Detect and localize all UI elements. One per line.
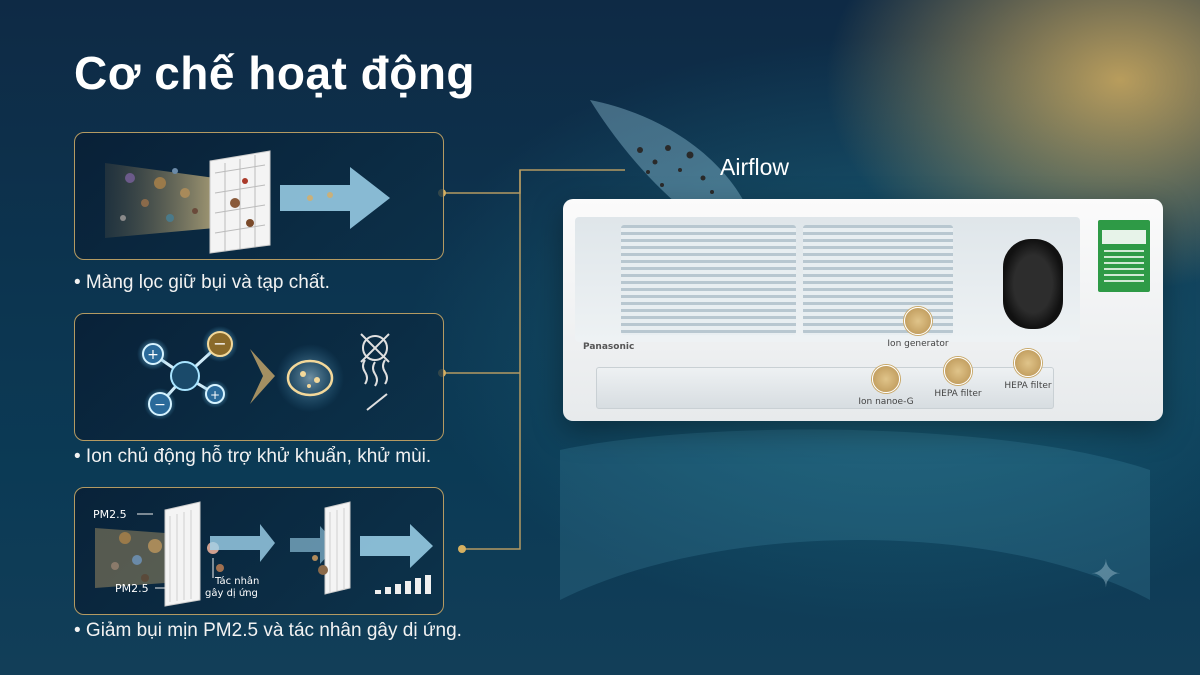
ion-panel: + − − + <box>74 313 444 441</box>
brand-logo: Panasonic <box>583 342 635 352</box>
filter-mesh-icon <box>209 150 271 254</box>
airflow-label: Airflow <box>720 154 790 180</box>
heat-exchanger-coil-left <box>621 225 796 335</box>
svg-text:+: + <box>210 388 220 402</box>
filter-panel <box>74 132 444 260</box>
svg-text:−: − <box>213 334 226 353</box>
hepa-filter-icon <box>312 501 351 595</box>
svg-text:+: + <box>147 347 159 363</box>
no-bacteria-icon <box>360 333 390 363</box>
page-title: Cơ chế hoạt động <box>74 47 476 99</box>
odor-icon <box>362 359 388 411</box>
ion-nanoe-icon <box>872 365 900 393</box>
pm25-particles-icon <box>111 532 162 582</box>
part-hepa-filter-2-label: HEPA filter <box>1004 381 1052 391</box>
hepa-filter-1-icon <box>944 357 972 385</box>
part-hepa-filter-1: HEPA filter <box>918 357 998 399</box>
pm25-label-top: PM2.5 <box>93 508 127 521</box>
pm25-panel: PM2.5 PM2.5 Tác nhân gây dị ứng <box>74 487 444 615</box>
dust-stream-icon <box>105 163 215 238</box>
caption-ion: • Ion chủ động hỗ trợ khử khuẩn, khử mùi… <box>74 446 432 467</box>
ion-molecule-icon: + − − + <box>137 326 238 420</box>
allergen-label-line2: gây dị ứng <box>205 587 258 599</box>
part-hepa-filter-2: HEPA filter <box>988 349 1068 391</box>
ion-generator-icon <box>904 307 932 335</box>
dust-particles-icon <box>120 168 198 222</box>
connector-line-3 <box>462 170 521 550</box>
cool-air-glow <box>560 429 1150 600</box>
airflow-dust-icon <box>637 145 714 194</box>
filtered-particles-icon <box>230 178 254 227</box>
pm25-stream-icon <box>95 528 165 588</box>
connector-line-1 <box>442 169 625 194</box>
energy-label-icon <box>1098 220 1150 292</box>
air-vent <box>596 367 1054 409</box>
part-ion-generator-label: Ion generator <box>887 339 949 349</box>
allergen-label-line1: Tác nhân <box>214 575 259 587</box>
bacteria-icon <box>276 344 344 412</box>
air-conditioner-unit: Panasonic Ion generator Ion nanoe-G HEPA… <box>563 199 1163 421</box>
part-ion-nanoe-label: Ion nanoe-G <box>858 397 914 407</box>
connector-dot-3 <box>458 545 466 553</box>
svg-text:−: − <box>154 397 166 413</box>
part-ion-generator: Ion generator <box>878 307 958 349</box>
part-ion-nanoe: Ion nanoe-G <box>846 365 926 407</box>
caption-pm25: • Giảm bụi mịn PM2.5 và tác nhân gây dị … <box>74 620 462 641</box>
chevron-right-icon <box>250 349 275 404</box>
part-hepa-filter-1-label: HEPA filter <box>934 389 982 399</box>
hepa-filter-2-icon <box>1014 349 1042 377</box>
airflow-strength-icon <box>375 575 431 594</box>
caption-filter: • Màng lọc giữ bụi và tạp chất. <box>74 272 330 293</box>
sparkle-icon: ✦ <box>1090 552 1122 596</box>
clean-air-arrow-icon-2 <box>360 524 433 568</box>
arrow-right-icon <box>210 524 275 562</box>
pm25-label-bottom: PM2.5 <box>115 582 149 595</box>
blower-fan-icon <box>1003 239 1063 329</box>
clean-air-arrow-icon <box>280 167 390 229</box>
pm25-filter-icon <box>164 501 201 607</box>
